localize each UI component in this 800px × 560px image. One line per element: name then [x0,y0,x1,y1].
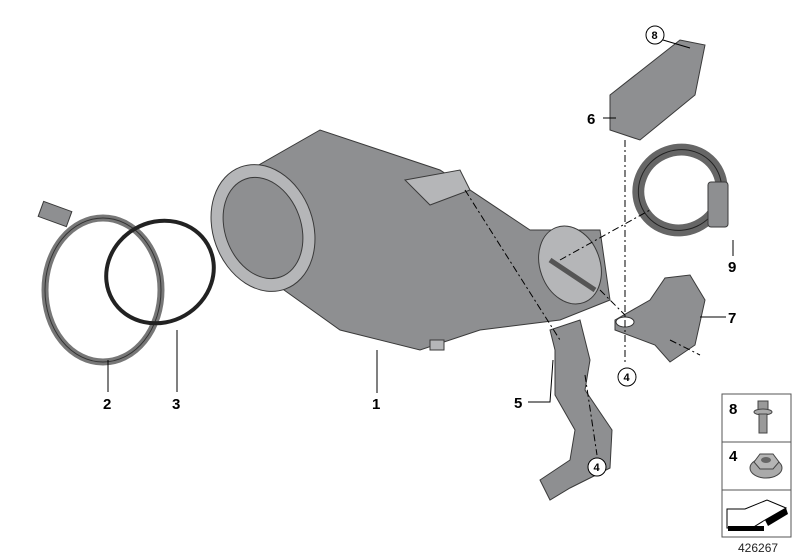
callout-1: 1 [372,396,380,413]
hardware-legend: 8 4 [721,393,792,538]
document-number: 426267 [738,541,779,555]
pipe-clamp-part[interactable] [625,136,735,244]
support-bracket-part[interactable] [539,319,613,501]
hex-flange-nut-icon [749,453,783,479]
legend-number-8: 8 [729,401,737,418]
callout-5: 5 [514,395,522,412]
callout-4-circled: 4 [624,372,631,384]
leader-lines [107,39,734,456]
callout-6: 6 [587,111,595,128]
bracket-part[interactable] [609,39,706,141]
arrow-symbol-icon [726,499,788,531]
callout-8-circled: 8 [652,30,658,42]
hex-flange-bolt-icon [753,400,773,434]
callout-4-circled-lower: 4 [594,462,601,474]
callout-2: 2 [103,396,111,413]
callout-3: 3 [172,396,180,413]
callout-7: 7 [728,310,736,327]
catalytic-converter-part[interactable] [194,129,612,351]
callout-9: 9 [728,259,736,276]
v-band-clamp-part[interactable] [37,200,165,366]
legend-number-4: 4 [729,448,738,465]
rubber-mount-part[interactable] [614,274,706,363]
sealing-ring-part[interactable] [87,201,232,343]
